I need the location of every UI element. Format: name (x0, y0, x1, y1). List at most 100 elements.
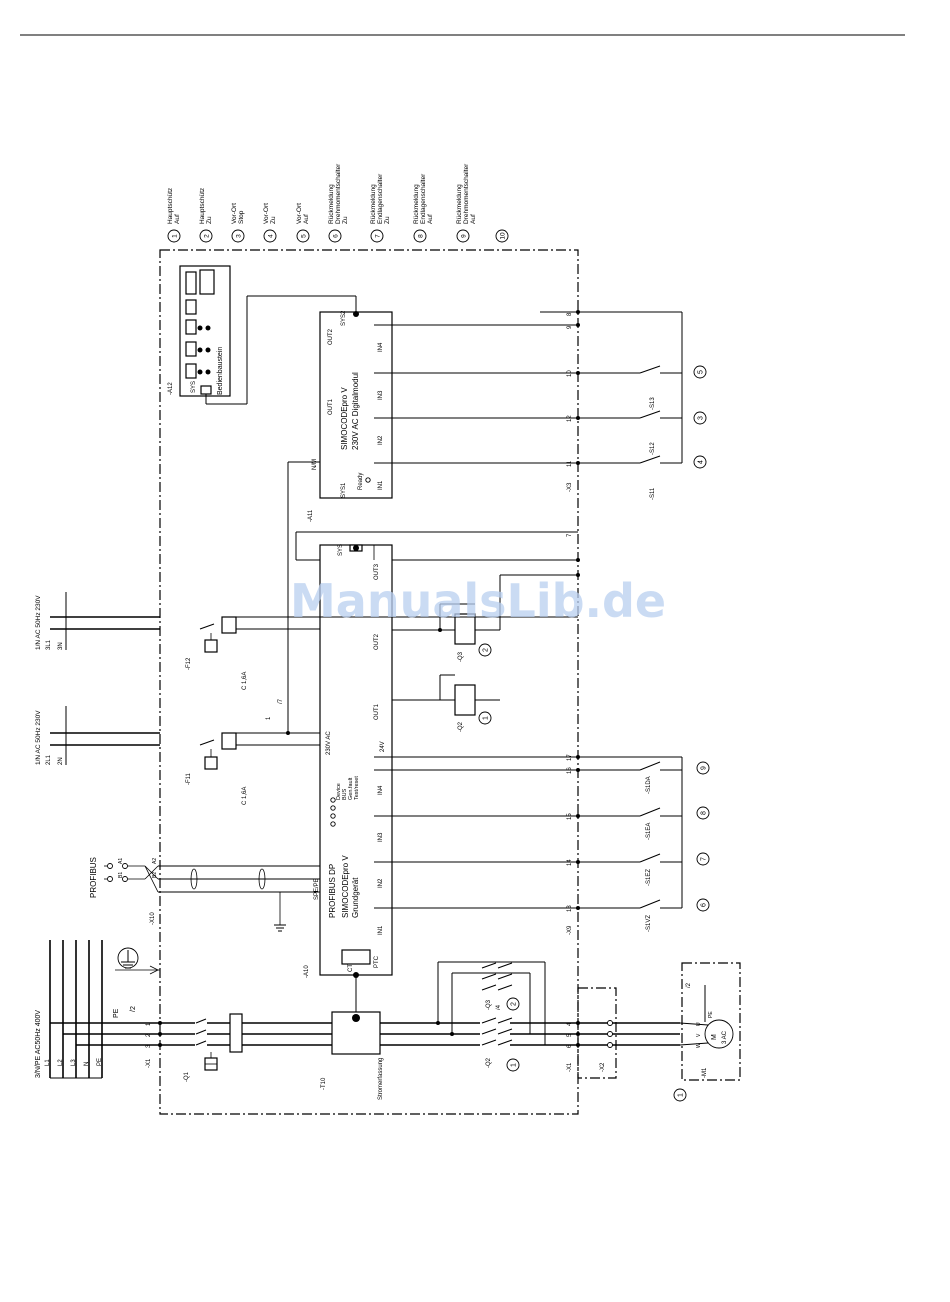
legend-text: Zu (270, 216, 277, 224)
current-module-label: Stromerfassung (378, 1058, 384, 1100)
phase-pe: PE (97, 1058, 103, 1066)
x3-11: 11 (567, 460, 573, 467)
legend-number: 6 (332, 234, 339, 238)
legend-text: Zu (206, 216, 213, 224)
x1-n2: 2 (146, 1033, 152, 1037)
t10-label: -T10 (321, 1077, 327, 1090)
spe-label: SPE/PE (314, 878, 320, 900)
led-genfault: Gen.fault (348, 777, 354, 800)
base-in1: IN1 (378, 925, 384, 935)
legend-number-circle (370, 229, 384, 243)
q2-label: -Q2 (486, 1057, 492, 1068)
digital-out1: OUT1 (328, 398, 334, 415)
current-module-t10 (331, 975, 381, 1055)
digital-ready: Ready (358, 473, 364, 490)
base-input-lines (374, 755, 580, 910)
base-leds (330, 797, 336, 827)
pb-a1: A1 (118, 858, 124, 864)
reference-circle (506, 1058, 520, 1072)
coil-q2: -Q2 (458, 721, 464, 732)
x3-12: 12 (567, 415, 573, 422)
legend-number-circle (456, 229, 470, 243)
digital-line2: 230V AC Digitalmodul (351, 372, 360, 450)
base-in4: IN4 (378, 785, 384, 795)
panel-sys: SYS (191, 381, 197, 393)
x1b-n4: 4 (567, 1022, 573, 1026)
legend-number-circle (263, 229, 277, 243)
legend-text: Zu (384, 216, 391, 224)
base-230vac: 230V AC (326, 731, 332, 755)
x2-terminals (607, 1020, 613, 1048)
motor-m1 (679, 985, 734, 1049)
control-supply-1 (50, 706, 160, 765)
switch-s12: -S12 (650, 442, 656, 455)
main-supply-bus (49, 940, 103, 1079)
ctrl1-term-n: 2N (58, 757, 64, 765)
x3-label: -X3 (567, 482, 573, 492)
led-device: Device (336, 783, 342, 800)
base-unit-line1: SIMOCODEpro V (341, 855, 350, 918)
x3-8: 8 (567, 312, 573, 316)
legend-number-circle (296, 229, 310, 243)
ctrl1-term-l: 2L1 (46, 754, 52, 765)
coil-q3: -Q3 (458, 651, 464, 662)
legend-number: 8 (417, 234, 424, 238)
contactors (436, 961, 546, 1050)
x10-label: -X10 (150, 912, 156, 925)
motor-m: M (711, 1034, 718, 1040)
ref-1: 1 (266, 716, 272, 720)
q3-ref: /4 (496, 1004, 502, 1010)
breaker-q1 (195, 1013, 243, 1071)
x2-label: -X2 (600, 1062, 606, 1072)
reference-circle (506, 997, 520, 1011)
digital-in4: IN4 (378, 342, 384, 352)
legend-number: 4 (267, 234, 274, 238)
legend-text: Vor-Ort (231, 203, 238, 224)
a11-feed (286, 461, 578, 735)
reference-number: 6 (701, 903, 708, 907)
legend-text: Hauptschütz (199, 188, 206, 224)
base-in3: IN3 (378, 832, 384, 842)
reference-circle (696, 852, 710, 866)
reference-number: 1 (511, 1063, 518, 1067)
digital-out2: OUT2 (328, 328, 334, 345)
reference-circle (693, 411, 707, 425)
legend-number-circle (199, 229, 213, 243)
cabinet-outline (159, 249, 579, 1115)
digital-line1: SIMOCODEpro V (340, 387, 349, 450)
legend-text: Auf (470, 214, 477, 224)
f12-rating: C 1,6A (242, 672, 248, 690)
ctrl2-label: 1/N AC 50Hz 230V (35, 595, 42, 650)
pb-b2: B2 (152, 872, 158, 878)
digital-nm: N/M (312, 459, 318, 470)
x1b-n6: 6 (567, 1044, 573, 1048)
motor-term-v: V (696, 1033, 702, 1037)
x3-7: 7 (567, 533, 573, 537)
legend-text: Hauptschütz (167, 188, 174, 224)
base-unit-line3: Grundgerät (351, 877, 360, 918)
earth-icon (117, 947, 139, 969)
legend-text: Drehmomentschalter (335, 163, 342, 224)
reference-number: 5 (698, 370, 705, 374)
digital-sys2: SYS2 (341, 310, 347, 326)
base-ct: CT (348, 964, 354, 972)
reference-number: 2 (511, 1002, 518, 1006)
legend-text: Auf (303, 214, 310, 224)
limit-s1da: -S1DA (646, 776, 652, 794)
ctrl1-label: 1/N AC 50Hz 230V (35, 710, 42, 765)
digital-in3: IN3 (378, 390, 384, 400)
reference-number: 4 (698, 460, 705, 464)
legend-text: Vor-Ort (263, 203, 270, 224)
switch-s13: -S13 (650, 397, 656, 410)
control-supply-2 (50, 592, 160, 650)
base-unit-tag: -A10 (304, 965, 310, 978)
reference-circle (478, 643, 492, 657)
digital-in2: IN2 (378, 435, 384, 445)
phase-l3: L3 (71, 1059, 77, 1066)
x1-label: -X1 (146, 1058, 152, 1068)
base-in2: IN2 (378, 878, 384, 888)
reference-circle (696, 898, 710, 912)
